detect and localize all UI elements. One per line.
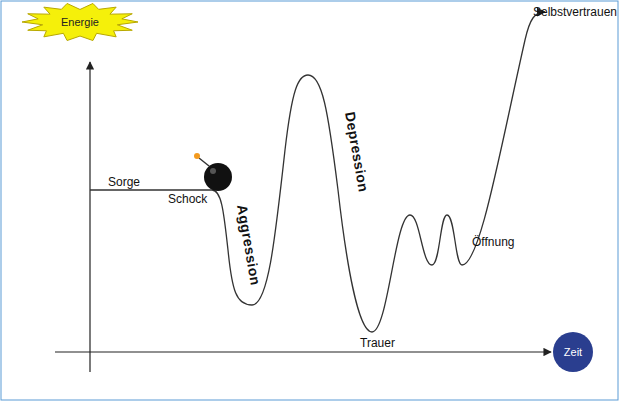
phase-label: Trauer [360, 337, 395, 349]
axis-label: Energie [61, 16, 99, 28]
y-axis [89, 62, 90, 372]
phase-label: Aggression [235, 203, 263, 286]
axis-circle: Zeit [553, 332, 593, 372]
x-axis [55, 351, 551, 352]
phase-label: Selbstvertrauen [533, 6, 617, 18]
change-curve [90, 12, 545, 332]
phase-label: Schock [168, 193, 207, 205]
axis-label: Zeit [564, 346, 582, 358]
phase-label: Sorge [108, 176, 140, 188]
phase-label: Depression [343, 111, 371, 193]
starburst-outline [22, 3, 138, 40]
bomb-symbol [194, 153, 232, 191]
axis-starburst: Energie [21, 2, 139, 42]
phase-label: Öffnung [472, 236, 514, 248]
